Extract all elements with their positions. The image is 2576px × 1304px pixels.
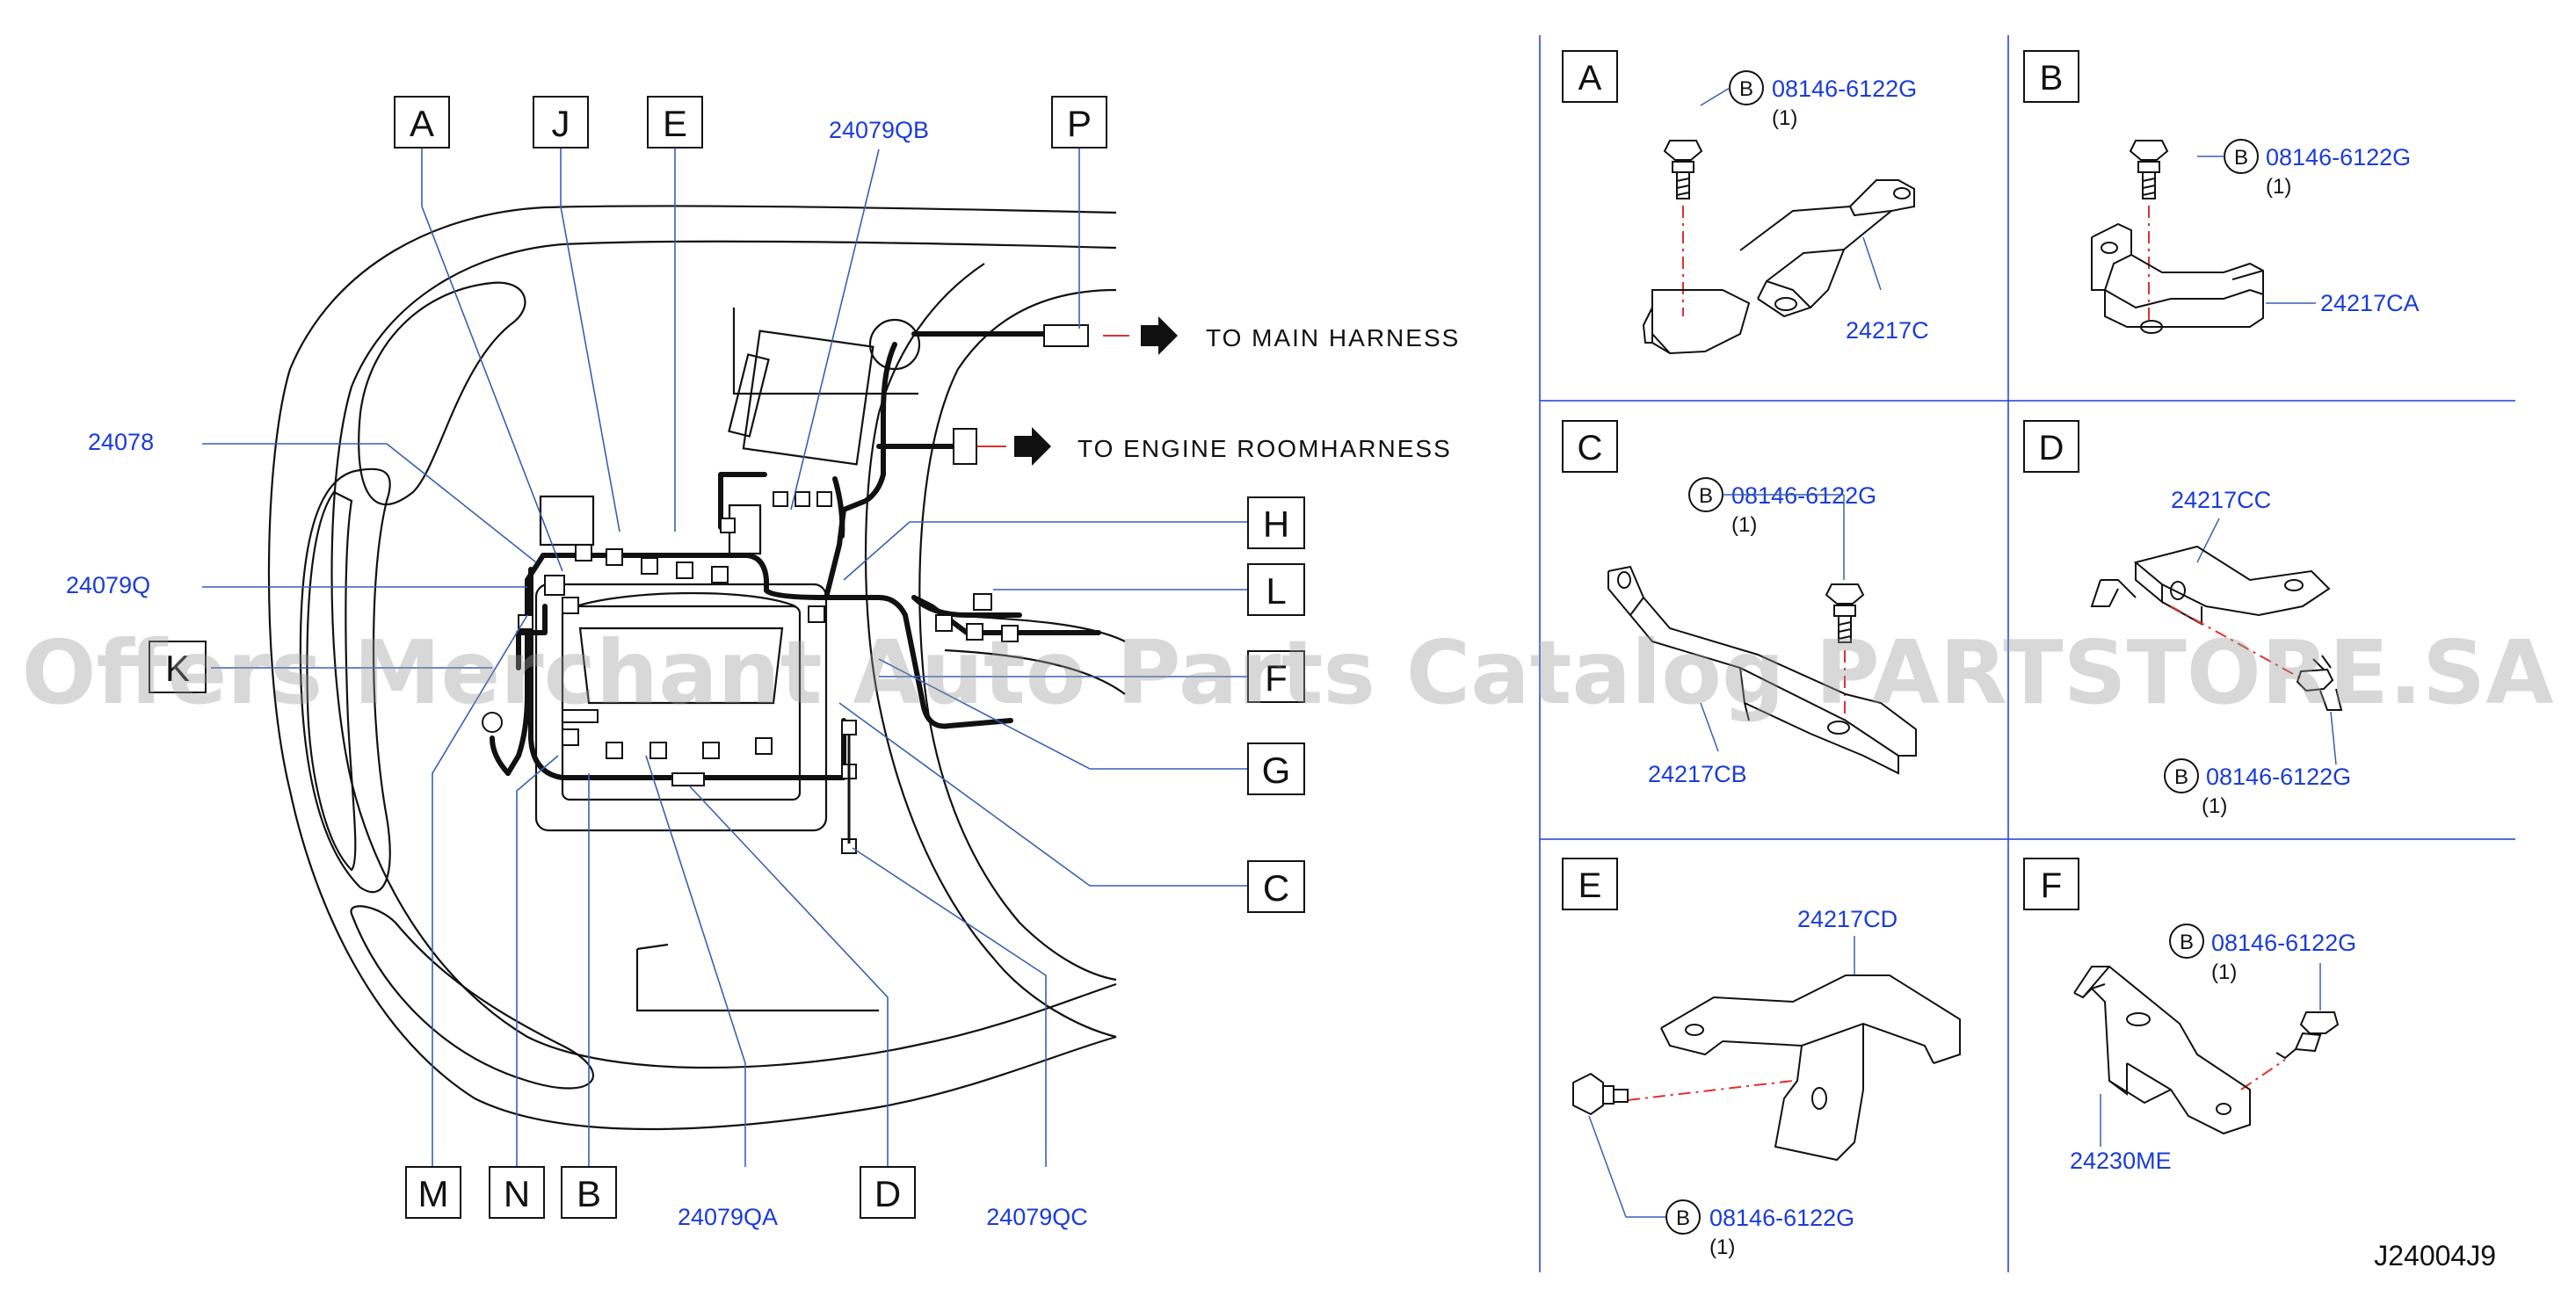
harness-connectors bbox=[482, 324, 1089, 854]
callout-D: D bbox=[860, 1166, 916, 1219]
svg-text:08146-6122G: 08146-6122G bbox=[1772, 76, 1917, 102]
label-24079QB: 24079QB bbox=[829, 117, 929, 143]
bolt-icon bbox=[1825, 583, 1865, 643]
svg-text:08146-6122G: 08146-6122G bbox=[2266, 144, 2411, 170]
panel-B: B B 08146-6122G (1) 24217CA bbox=[2023, 50, 2420, 334]
svg-text:C: C bbox=[1578, 429, 1603, 467]
callout-G: G bbox=[1247, 743, 1305, 795]
callout-boxes: A J E P H L F G bbox=[149, 96, 1305, 1219]
panel-D: D 24217CC B 08146-6122G (1) bbox=[2023, 420, 2351, 818]
console-unit bbox=[534, 318, 921, 832]
svg-text:G: G bbox=[1262, 750, 1291, 791]
callout-N: N bbox=[489, 1166, 545, 1219]
callout-K: K bbox=[149, 641, 207, 693]
part-24230ME: 24230ME bbox=[2070, 1148, 2172, 1174]
panel-F: F B 08146-6122G (1) 24230ME bbox=[2023, 858, 2356, 1174]
svg-text:08146-6122G: 08146-6122G bbox=[2211, 930, 2356, 956]
svg-text:K: K bbox=[165, 648, 190, 689]
callout-leaders bbox=[202, 148, 1248, 1167]
svg-text:F: F bbox=[2041, 866, 2062, 905]
bracket-24217C bbox=[1642, 179, 1915, 355]
svg-text:C: C bbox=[1263, 867, 1289, 909]
svg-text:L: L bbox=[1266, 570, 1286, 612]
svg-text:J: J bbox=[552, 103, 570, 144]
bolt-icon bbox=[1663, 140, 1703, 199]
bracket-24217CD bbox=[1660, 974, 1961, 1162]
svg-text:B: B bbox=[1739, 77, 1753, 101]
bolt-icon bbox=[1572, 1072, 1629, 1116]
panel-C: C B 08146-6122G (1) 24217CB bbox=[1562, 420, 1917, 787]
label-24079Q: 24079Q bbox=[66, 572, 150, 598]
svg-text:(1): (1) bbox=[2202, 794, 2227, 818]
svg-text:08146-6122G: 08146-6122G bbox=[2206, 764, 2351, 790]
svg-text:A: A bbox=[410, 103, 434, 144]
svg-text:P: P bbox=[1067, 103, 1092, 144]
svg-text:(1): (1) bbox=[1731, 513, 1757, 537]
part-24217C: 24217C bbox=[1846, 317, 1929, 344]
figure-code: J24004J9 bbox=[2374, 1240, 2496, 1271]
part-24217CD: 24217CD bbox=[1797, 906, 1898, 932]
bolt-icon bbox=[2275, 1011, 2340, 1060]
svg-text:A: A bbox=[1578, 59, 1602, 98]
bolt-icon bbox=[2129, 140, 2169, 199]
part-24217CC: 24217CC bbox=[2171, 487, 2271, 513]
callout-J: J bbox=[533, 96, 589, 149]
svg-text:B: B bbox=[1676, 1206, 1690, 1230]
callout-C: C bbox=[1247, 860, 1305, 913]
label-24078: 24078 bbox=[88, 429, 154, 455]
watermark-text: Offers Merchant Auto Parts Catalog PARTS… bbox=[21, 621, 2553, 724]
panel-E: E 24217CD B 08146-6122G (1) bbox=[1562, 858, 1961, 1259]
callout-H: H bbox=[1247, 496, 1305, 549]
callout-P: P bbox=[1051, 96, 1107, 149]
svg-text:E: E bbox=[663, 103, 687, 144]
arrow-right-icon bbox=[1014, 427, 1051, 466]
bracket-24217CA bbox=[2091, 222, 2264, 334]
svg-text:(1): (1) bbox=[2211, 960, 2237, 984]
svg-text:(1): (1) bbox=[1772, 106, 1797, 130]
to-engine-roomharness-text: TO ENGINE ROOMHARNESS bbox=[1078, 435, 1452, 462]
callout-E: E bbox=[647, 96, 703, 149]
label-24079QC: 24079QC bbox=[986, 1204, 1088, 1230]
left-part-labels: 24079QB 24078 24079Q 24079QA 24079QC bbox=[66, 117, 1088, 1230]
svg-text:N: N bbox=[504, 1173, 530, 1214]
svg-text:E: E bbox=[1578, 866, 1602, 905]
harness-arrows: TO MAIN HARNESS TO ENGINE ROOMHARNESS bbox=[977, 316, 1460, 466]
svg-text:F: F bbox=[1265, 657, 1288, 699]
svg-text:M: M bbox=[418, 1173, 449, 1214]
label-24079QA: 24079QA bbox=[678, 1204, 778, 1230]
part-24217CA: 24217CA bbox=[2320, 290, 2420, 316]
callout-F: F bbox=[1247, 650, 1305, 703]
callout-A: A bbox=[394, 96, 450, 149]
svg-text:B: B bbox=[577, 1173, 601, 1214]
svg-text:B: B bbox=[2234, 146, 2248, 170]
svg-text:B: B bbox=[2180, 931, 2194, 954]
callout-B: B bbox=[561, 1166, 617, 1219]
svg-text:D: D bbox=[2039, 429, 2064, 467]
bolt-icon bbox=[2296, 655, 2343, 711]
panel-A: A B 08146-6122G (1) 24217C bbox=[1562, 50, 1929, 355]
detail-grid bbox=[1539, 35, 2515, 1272]
bracket-24217CB bbox=[1607, 565, 1917, 775]
arrow-right-icon bbox=[1141, 316, 1178, 355]
callout-L: L bbox=[1247, 563, 1305, 616]
svg-text:(1): (1) bbox=[1709, 1235, 1735, 1259]
svg-text:B: B bbox=[1699, 484, 1713, 508]
svg-text:B: B bbox=[2040, 59, 2064, 98]
part-24217CB: 24217CB bbox=[1648, 761, 1747, 787]
callout-M: M bbox=[405, 1166, 461, 1219]
svg-text:D: D bbox=[874, 1173, 901, 1214]
to-main-harness-text: TO MAIN HARNESS bbox=[1206, 324, 1460, 351]
bracket-24217CC bbox=[2090, 545, 2331, 626]
svg-text:08146-6122G: 08146-6122G bbox=[1709, 1205, 1854, 1231]
svg-text:H: H bbox=[1263, 503, 1289, 545]
svg-text:08146-6122G: 08146-6122G bbox=[1731, 482, 1876, 509]
svg-text:(1): (1) bbox=[2266, 175, 2291, 199]
bracket-24230ME bbox=[2073, 966, 2251, 1135]
svg-text:B: B bbox=[2174, 765, 2188, 789]
